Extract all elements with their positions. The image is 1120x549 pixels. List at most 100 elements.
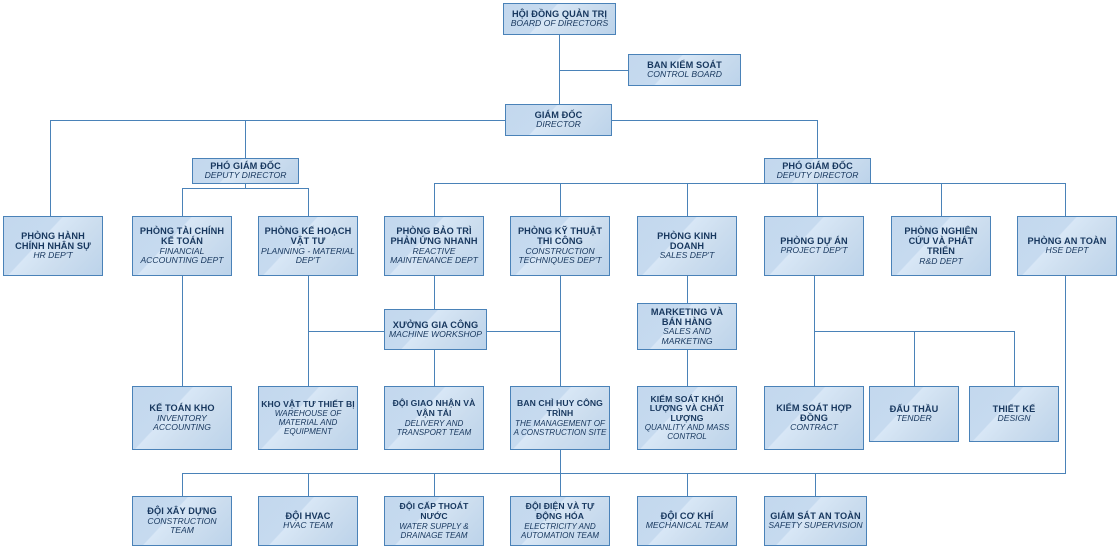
node-label-en: DIRECTOR bbox=[536, 119, 581, 130]
node-label-vn: GIÁM ĐỐC bbox=[534, 110, 583, 121]
connector-sales-to-marketing bbox=[687, 276, 688, 303]
connector-project-to-design bbox=[1014, 331, 1015, 386]
node-label-vn: PHÒNG KINH DOANH bbox=[657, 230, 717, 252]
node-contract-control[interactable]: KIỂM SOÁT HỢP ĐỒNG CONTRACT bbox=[764, 386, 864, 450]
node-deputy-director-left[interactable]: PHÓ GIÁM ĐỐC DEPUTY DIRECTOR bbox=[192, 158, 299, 184]
connector-director-to-deputy-left bbox=[245, 120, 246, 158]
node-label-vn: XƯỞNG GIA CÔNG bbox=[392, 319, 479, 330]
node-label-vn: PHÒNG TÀI CHÍNH KẾ TOÁN bbox=[139, 226, 225, 247]
node-sales-and-marketing[interactable]: MARKETING VÀ BÁN HÀNG SALES AND MARKETIN… bbox=[637, 303, 737, 350]
connector-bottom-to-electricity-team bbox=[560, 473, 561, 496]
node-finance-dept[interactable]: PHÒNG TÀI CHÍNH KẾ TOÁN FINANCIAL ACCOUN… bbox=[132, 216, 232, 276]
connector-deputy-left-to-finance bbox=[182, 188, 183, 216]
node-label-vn: ĐỘI ĐIỆN VÀ TỰ ĐỘNG HÓA bbox=[525, 501, 595, 521]
connector-finance-to-inventory bbox=[182, 276, 183, 386]
node-label-vn: PHÒNG BẢO TRÌ PHẢN ỨNG NHANH bbox=[390, 226, 478, 247]
connector-bottom-bus bbox=[182, 473, 816, 474]
node-delivery-transport[interactable]: ĐỘI GIAO NHẬN VÀ VẬN TẢI DELIVERY AND TR… bbox=[384, 386, 484, 450]
node-rd-dept[interactable]: PHÒNG NGHIÊN CỨU VÀ PHÁT TRIỂN R&D DEPT bbox=[891, 216, 991, 276]
node-electricity-team[interactable]: ĐỘI ĐIỆN VÀ TỰ ĐỘNG HÓA ELECTRICITY AND … bbox=[510, 496, 610, 546]
node-planning-dept[interactable]: PHÒNG KẾ HOẠCH VẬT TƯ PLANNING - MATERIA… bbox=[258, 216, 358, 276]
connector-deputy-left-stem bbox=[245, 183, 246, 189]
node-tender[interactable]: ĐẤU THẦU TENDER bbox=[869, 386, 959, 442]
node-hse-dept[interactable]: PHÒNG AN TOÀN HSE DEPT bbox=[1017, 216, 1117, 276]
node-label-vn: BAN KIỂM SOÁT bbox=[647, 60, 722, 71]
node-label-vn: THIẾT KẾ bbox=[992, 404, 1036, 415]
connector-bottom-to-construction-team bbox=[182, 473, 183, 496]
node-label-en: BOARD OF DIRECTORS bbox=[510, 18, 609, 29]
node-label-en: INVENTORY ACCOUNTING bbox=[153, 412, 211, 433]
node-hvac-team[interactable]: ĐỘI HVAC HVAC TEAM bbox=[258, 496, 358, 546]
node-label-vn: ĐỘI XÂY DỰNG bbox=[147, 506, 217, 517]
node-construction-dept[interactable]: PHÒNG KỸ THUẬT THI CÔNG CONSTRUCTION TEC… bbox=[510, 216, 610, 276]
node-label-en: DEPUTY DIRECTOR bbox=[204, 170, 287, 181]
connector-project-down bbox=[814, 276, 815, 331]
node-label-vn: PHÒNG AN TOÀN bbox=[1027, 236, 1107, 247]
connector-director-bus-right bbox=[612, 120, 817, 121]
node-machine-workshop[interactable]: XƯỞNG GIA CÔNG MACHINE WORKSHOP bbox=[384, 309, 487, 350]
node-label-en: WATER SUPPLY & DRAINAGE TEAM bbox=[399, 521, 469, 540]
node-site-management[interactable]: BAN CHỈ HUY CÔNG TRÌNH THE MANAGEMENT OF… bbox=[510, 386, 610, 450]
node-director[interactable]: GIÁM ĐỐC DIRECTOR bbox=[505, 104, 612, 136]
node-control-board[interactable]: BAN KIỂM SOÁT CONTROL BOARD bbox=[628, 54, 741, 86]
node-label-en: CONTRACT bbox=[790, 422, 838, 433]
node-label-vn: PHÒNG NGHIÊN CỨU VÀ PHÁT TRIỂN bbox=[904, 225, 978, 257]
node-label-en: TENDER bbox=[896, 413, 932, 424]
node-label-vn: KẾ TOÁN KHO bbox=[149, 403, 215, 414]
connector-hse-down bbox=[1065, 276, 1066, 473]
node-maintenance-dept[interactable]: PHÒNG BẢO TRÌ PHẢN ỨNG NHANH REACTIVE MA… bbox=[384, 216, 484, 276]
node-label-en: CONTROL BOARD bbox=[647, 69, 722, 80]
connector-deputy-right-to-rd bbox=[941, 183, 942, 216]
node-inventory-accounting[interactable]: KẾ TOÁN KHO INVENTORY ACCOUNTING bbox=[132, 386, 232, 450]
node-label-en: FINANCIAL ACCOUNTING DEPT bbox=[140, 245, 224, 266]
node-quantity-mass-control[interactable]: KIỂM SOÁT KHỐI LƯỢNG VÀ CHẤT LƯỢNG QUANL… bbox=[637, 386, 737, 450]
node-project-dept[interactable]: PHÒNG DỰ ÁN PROJECT DEP'T bbox=[764, 216, 864, 276]
connector-workshop-to-delivery bbox=[434, 350, 435, 386]
node-label-vn: KHO VẬT TƯ THIẾT BỊ bbox=[261, 398, 355, 409]
node-label-vn: ĐỘI CẤP THOÁT NƯỚC bbox=[399, 501, 469, 521]
node-label-vn: PHÒNG KẾ HOẠCH VẬT TƯ bbox=[264, 226, 352, 247]
node-label-en: DELIVERY AND TRANSPORT TEAM bbox=[396, 418, 472, 437]
node-label-en: DESIGN bbox=[997, 413, 1031, 424]
node-water-team[interactable]: ĐỘI CẤP THOÁT NƯỚC WATER SUPPLY & DRAINA… bbox=[384, 496, 484, 546]
connector-deputy-left-to-planning bbox=[308, 188, 309, 216]
node-label-en: CONSTRUCTION TEAM bbox=[147, 515, 217, 536]
connector-hse-to-bottom-bus bbox=[815, 473, 1066, 474]
node-label-vn: BAN CHỈ HUY CÔNG TRÌNH bbox=[517, 398, 603, 418]
node-deputy-director-right[interactable]: PHÓ GIÁM ĐỐC DEPUTY DIRECTOR bbox=[764, 158, 871, 184]
node-label-vn: PHÒNG HÀNH CHÍNH NHÂN SỰ bbox=[15, 230, 91, 252]
node-label-vn: ĐỘI CƠ KHÍ bbox=[660, 511, 714, 522]
connector-maintenance-down bbox=[434, 276, 435, 331]
connector-director-bus-left bbox=[50, 120, 510, 121]
connector-bod-to-control-board bbox=[559, 70, 628, 71]
node-label-vn: ĐỘI HVAC bbox=[285, 511, 331, 522]
connector-director-to-deputy-right bbox=[817, 120, 818, 158]
connector-workshop-to-construction-col bbox=[487, 331, 560, 332]
node-warehouse[interactable]: KHO VẬT TƯ THIẾT BỊ WAREHOUSE OF MATERIA… bbox=[258, 386, 358, 450]
node-label-en: QUANLITY AND MASS CONTROL bbox=[644, 423, 730, 442]
node-board-of-directors[interactable]: HỘI ĐỒNG QUẢN TRỊ BOARD OF DIRECTORS bbox=[503, 3, 616, 35]
node-mechanical-team[interactable]: ĐỘI CƠ KHÍ MECHANICAL TEAM bbox=[637, 496, 737, 546]
node-design[interactable]: THIẾT KẾ DESIGN bbox=[969, 386, 1059, 442]
node-label-vn: PHÓ GIÁM ĐỐC bbox=[210, 161, 281, 172]
connector-deputy-right-to-hse bbox=[1065, 183, 1066, 216]
connector-bottom-to-hvac-team bbox=[308, 473, 309, 496]
node-label-en: R&D DEPT bbox=[919, 255, 963, 266]
node-label-vn: PHÓ GIÁM ĐỐC bbox=[782, 161, 853, 172]
node-label-vn: MARKETING VÀ BÁN HÀNG bbox=[650, 306, 724, 327]
node-sales-dept[interactable]: PHÒNG KINH DOANH SALES DEP'T bbox=[637, 216, 737, 276]
node-label-vn: PHÒNG DỰ ÁN bbox=[780, 236, 848, 247]
connector-deputy-right-bus bbox=[434, 183, 1065, 184]
node-label-en: WAREHOUSE OF MATERIAL AND EQUIPMENT bbox=[274, 409, 342, 437]
node-label-en: SALES DEP'T bbox=[659, 250, 715, 261]
node-label-en: SAFETY SUPERVISION bbox=[768, 520, 863, 531]
connector-bod-down bbox=[559, 35, 560, 120]
node-label-en: SALES AND MARKETING bbox=[661, 326, 713, 346]
connector-deputy-right-stem bbox=[817, 183, 818, 216]
node-label-en: MECHANICAL TEAM bbox=[645, 520, 729, 531]
node-hr-dept[interactable]: PHÒNG HÀNH CHÍNH NHÂN SỰ HR DEP'T bbox=[3, 216, 103, 276]
node-label-en: HR DEP'T bbox=[33, 250, 73, 261]
connector-site-to-bottom bbox=[560, 450, 561, 473]
node-construction-team[interactable]: ĐỘI XÂY DỰNG CONSTRUCTION TEAM bbox=[132, 496, 232, 546]
node-safety-supervision[interactable]: GIÁM SÁT AN TOÀN SAFETY SUPERVISION bbox=[764, 496, 867, 546]
